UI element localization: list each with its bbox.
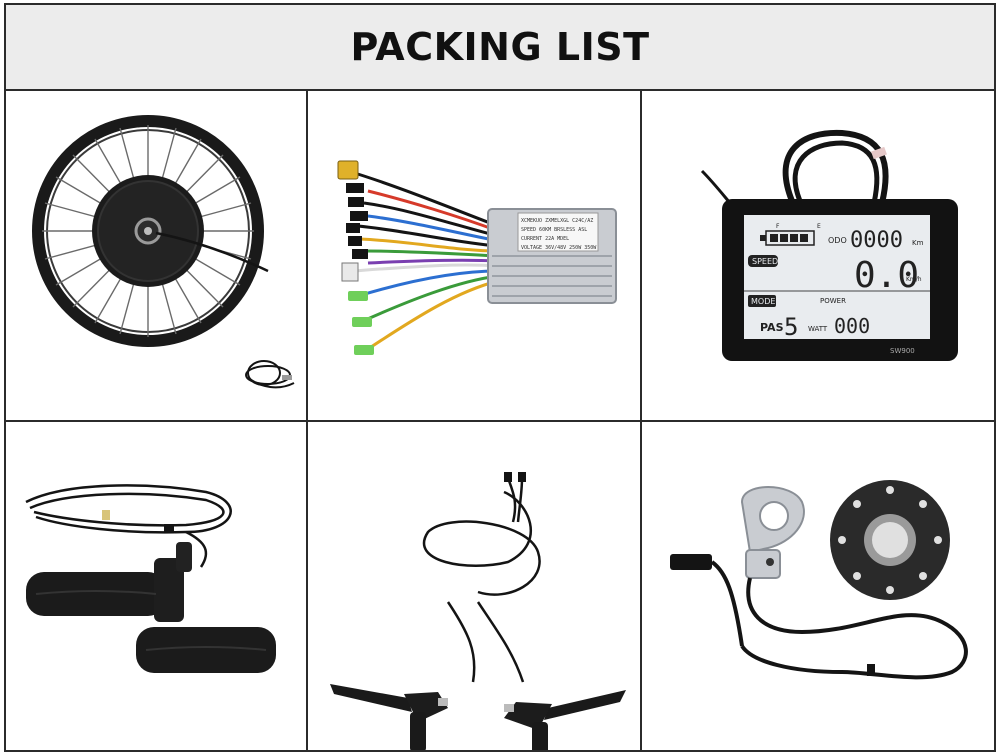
odo-value: 0000 <box>850 228 903 253</box>
controller-label-line-2: SPEED 60KM BRSLESS ASL <box>521 227 587 233</box>
hub-motor-wheel-image <box>32 115 295 389</box>
packing-list-sheet: PACKING LIST <box>4 3 996 752</box>
item-lcd-display: F E ODO 0000 Km SPEED 0.0 Km/h MODE POWE… <box>642 91 994 420</box>
item-throttle-grips <box>6 422 306 750</box>
speed-unit: Km/h <box>906 276 922 283</box>
pas-value: 5 <box>784 313 798 341</box>
page-title: PACKING LIST <box>350 25 650 69</box>
pas-label: PAS <box>760 321 784 334</box>
controller-label-line-3: CURRENT 22A MDEL <box>521 236 569 242</box>
product-grid: XCMEKUO ZXMELXGL C24C/AZ SPEED 60KM BRSL… <box>6 91 994 750</box>
throttle-grips-image <box>25 484 276 673</box>
controller-image: XCMEKUO ZXMELXGL C24C/AZ SPEED 60KM BRSL… <box>337 160 617 355</box>
item-controller: XCMEKUO ZXMELXGL C24C/AZ SPEED 60KM BRSL… <box>308 91 640 420</box>
odo-label: ODO <box>828 236 847 245</box>
watt-label: WATT <box>808 325 828 333</box>
header-bar: PACKING LIST <box>6 5 994 91</box>
speed-label: SPEED <box>752 257 778 266</box>
pas-sensor-image <box>670 480 968 680</box>
speed-value: 0.0 <box>854 255 919 296</box>
item-pas-sensor <box>642 422 994 750</box>
power-label: POWER <box>820 297 846 305</box>
watt-value: 000 <box>834 314 870 338</box>
grid-divider-row <box>6 420 994 422</box>
odo-unit: Km <box>912 239 924 247</box>
item-hub-motor-wheel <box>6 91 306 420</box>
item-brake-levers <box>308 422 640 750</box>
mode-label: MODE <box>751 297 775 306</box>
lcd-display-image: F E ODO 0000 Km SPEED 0.0 Km/h MODE POWE… <box>700 129 958 361</box>
controller-label-line-1: XCMEKUO ZXMELXGL C24C/AZ <box>521 218 593 224</box>
battery-empty-label: E <box>817 223 821 230</box>
model-label: SW900 <box>890 347 915 355</box>
controller-label-line-4: VOLTAGE 36V/48V 250W 350W <box>521 245 597 251</box>
brake-levers-image <box>330 472 626 750</box>
battery-full-label: F <box>776 223 780 230</box>
